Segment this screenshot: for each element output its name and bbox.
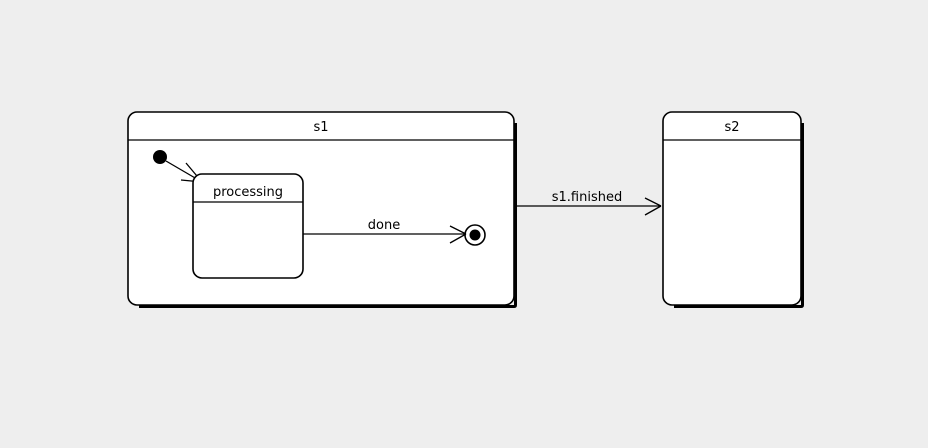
state-node-processing[interactable]: processing [192, 173, 304, 279]
transition-s1-to-s2[interactable]: s1.finished [516, 190, 662, 216]
s2-title-label: s2 [724, 120, 739, 135]
state-node-s2[interactable]: s2 [662, 111, 804, 308]
final-state-inner-dot [469, 229, 481, 241]
transition-processing-to-final[interactable]: done [303, 218, 467, 244]
done-transition-arrowhead [449, 225, 467, 244]
s2-body [662, 111, 802, 306]
s1-finished-transition-arrowhead [644, 197, 662, 216]
state-node-s1[interactable]: s1 [127, 111, 517, 308]
initial-state-icon[interactable] [153, 150, 167, 164]
processing-body [192, 173, 304, 279]
processing-title-label: processing [213, 185, 283, 200]
done-transition-label: done [368, 218, 400, 233]
final-state-icon[interactable] [464, 224, 486, 246]
s1-title-label: s1 [313, 120, 328, 135]
s1-finished-transition-label: s1.finished [552, 190, 622, 205]
s1-body [127, 111, 515, 306]
